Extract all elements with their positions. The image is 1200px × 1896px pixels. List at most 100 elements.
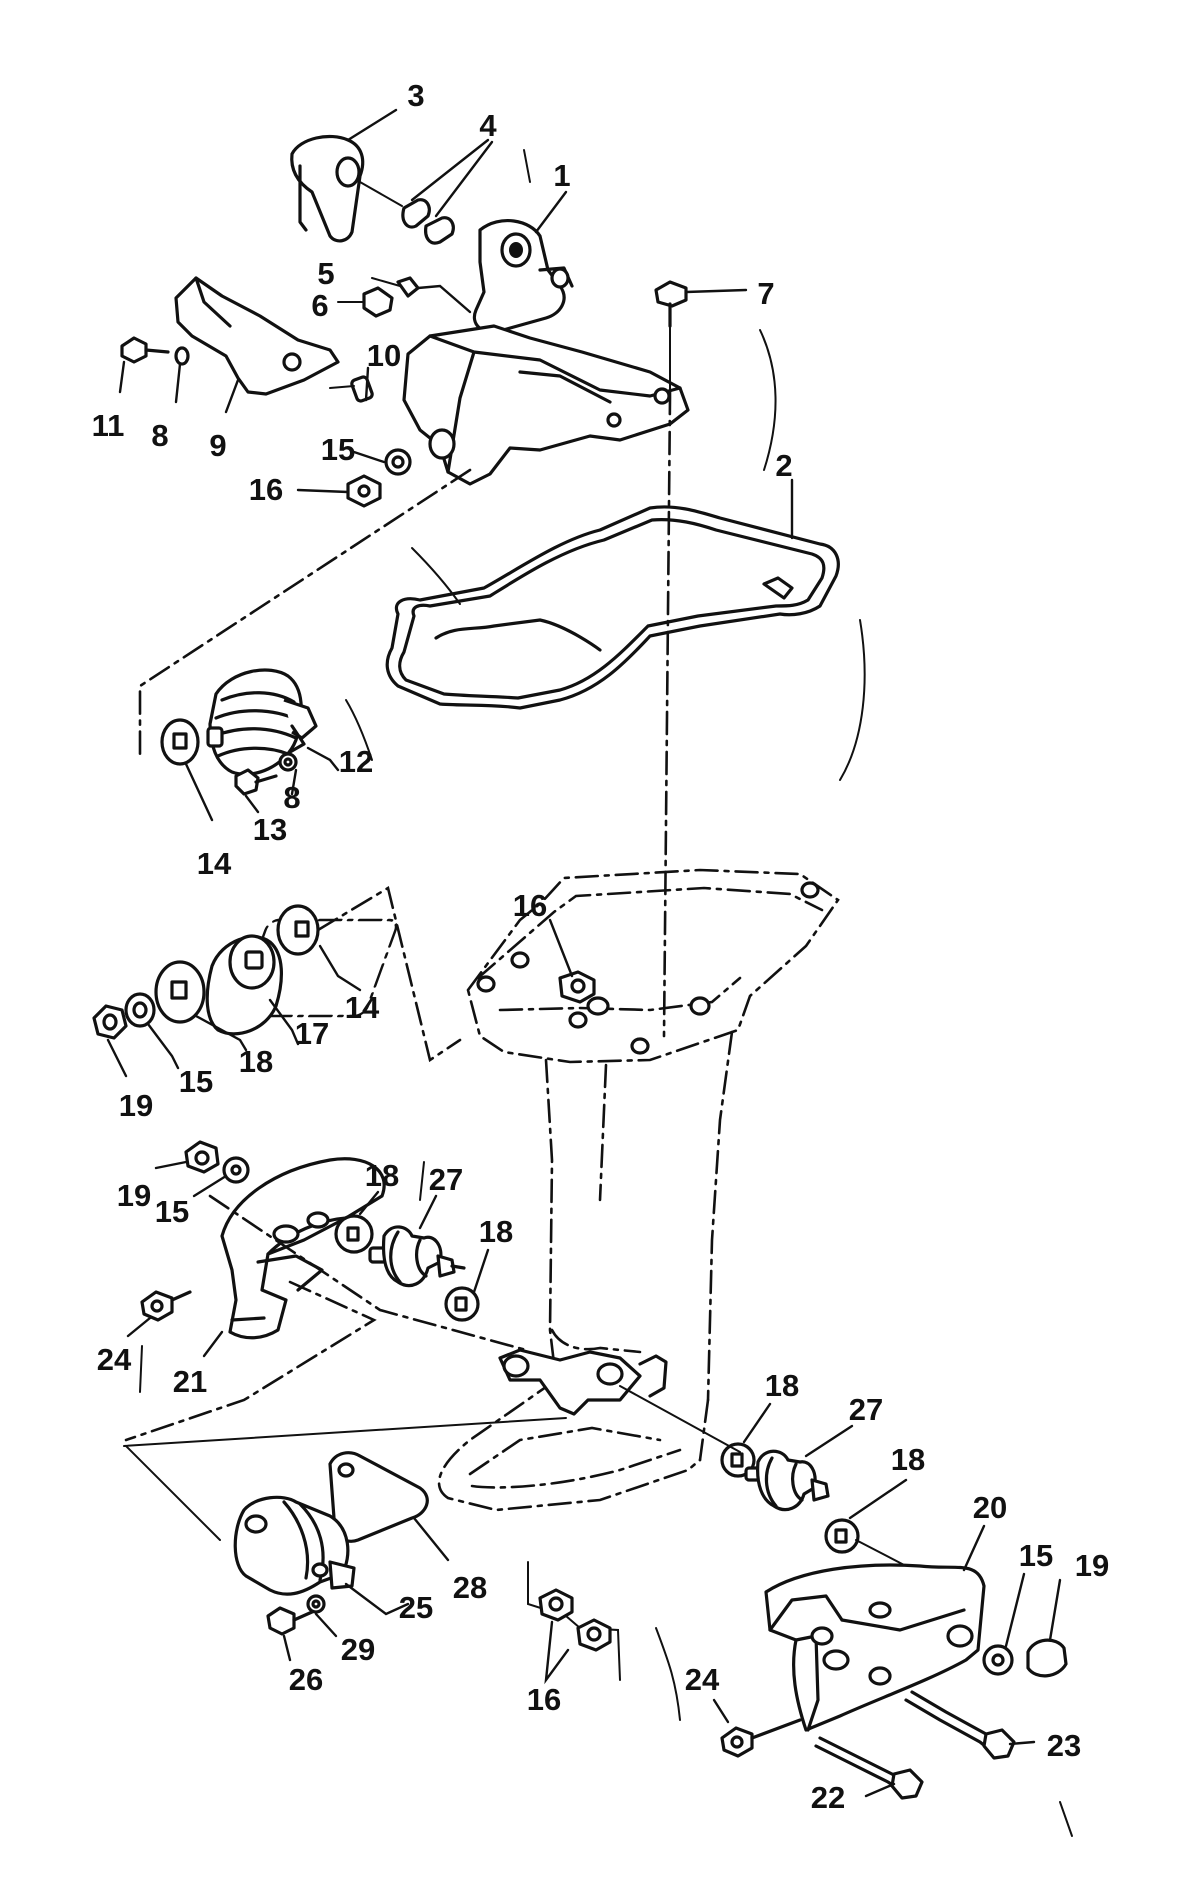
part-19-nut-left xyxy=(184,1140,220,1174)
centerline-right-mount xyxy=(619,1385,741,1453)
lower-yoke xyxy=(498,1348,668,1416)
callout-10: 10 xyxy=(367,338,401,373)
part-16-nut-lower-b xyxy=(576,1618,612,1652)
callout-18c: 18 xyxy=(479,1214,513,1249)
leader-24a xyxy=(126,1316,152,1338)
callout-15d: 15 xyxy=(1019,1538,1053,1573)
leader-15c xyxy=(192,1174,228,1198)
callout-2: 2 xyxy=(775,448,792,483)
centerline-lower-left xyxy=(123,1417,567,1447)
leader-16c xyxy=(544,1620,570,1685)
part-6-nut xyxy=(337,286,394,318)
leader-13 xyxy=(244,794,260,814)
callout-14a: 14 xyxy=(197,846,232,881)
part-27-rubber-mount-a xyxy=(368,1225,466,1288)
part-16-nut-housing xyxy=(548,918,596,1004)
part-11-bolt xyxy=(120,336,170,364)
leader-4b xyxy=(434,140,494,218)
callout-18b: 18 xyxy=(365,1158,399,1193)
callout-18d: 18 xyxy=(765,1368,799,1403)
callout-11: 11 xyxy=(92,408,125,443)
leader-9 xyxy=(224,378,240,414)
leader-15b xyxy=(146,1022,180,1070)
callout-16b: 16 xyxy=(513,888,547,923)
part-18-washer-mid xyxy=(154,960,206,1024)
leader-21 xyxy=(202,1330,224,1358)
leader-1 xyxy=(534,190,568,234)
part-26-bolt xyxy=(266,1606,314,1636)
edge-stroke-bottom-2 xyxy=(655,1627,681,1721)
leader-19c xyxy=(1048,1578,1062,1642)
part-21-clamp xyxy=(220,1157,386,1340)
part-18-washer-c xyxy=(444,1286,480,1322)
part-18-washer-e xyxy=(824,1518,860,1554)
callout-12: 12 xyxy=(339,744,373,779)
part-16-nut-top xyxy=(346,474,382,508)
part-27-rubber-mount-b xyxy=(744,1449,830,1512)
callout-3: 3 xyxy=(407,78,424,113)
leader-17 xyxy=(268,998,300,1046)
centerline-right-mount-2 xyxy=(855,1539,907,1567)
callout-15c: 15 xyxy=(155,1194,189,1229)
part-29-washer xyxy=(306,1594,326,1614)
callout-4: 4 xyxy=(479,108,497,143)
edge-stroke-lower xyxy=(139,1345,143,1393)
leader-14b xyxy=(318,944,362,992)
edge-stroke-bottom xyxy=(1059,1801,1073,1837)
edge-stroke-lower-2 xyxy=(419,1161,425,1201)
callout-7: 7 xyxy=(757,276,774,311)
centerline-lower-nuts xyxy=(527,1561,621,1681)
part-28-plate xyxy=(328,1451,429,1543)
driveshaft-housing xyxy=(235,868,840,1512)
leader-28 xyxy=(412,1516,450,1562)
edge-stroke-top xyxy=(523,149,531,183)
callout-5: 5 xyxy=(317,256,334,291)
part-7-bolt xyxy=(654,280,688,393)
part-13-bolt xyxy=(234,768,278,796)
part-14-washer-upper xyxy=(160,718,200,766)
callout-1: 1 xyxy=(553,158,570,193)
leader-18a xyxy=(194,1014,248,1052)
part-swivel-bracket xyxy=(402,324,690,486)
part-15-washer-right xyxy=(982,1644,1014,1676)
callout-14b: 14 xyxy=(345,990,380,1025)
callout-24a: 24 xyxy=(97,1342,132,1377)
centerline-bolt-7 xyxy=(662,390,672,1038)
edge-stroke-mid xyxy=(345,699,373,761)
leader-26 xyxy=(282,1634,292,1662)
callout-19c: 19 xyxy=(1075,1548,1109,1583)
callout-8b: 8 xyxy=(283,780,300,815)
part-19-nut-mid xyxy=(92,1004,128,1040)
callout-28: 28 xyxy=(453,1570,487,1605)
part-15-washer-mid xyxy=(124,992,156,1028)
leader-12 xyxy=(306,746,340,772)
part-15-washer-left xyxy=(222,1156,250,1184)
callout-22: 22 xyxy=(811,1780,845,1815)
part-5-bolt xyxy=(371,276,472,314)
part-25-rubber-mount xyxy=(233,1495,356,1596)
centerline-left-clamp-2 xyxy=(124,1280,377,1442)
leader-8a xyxy=(174,362,182,404)
callout-15b: 15 xyxy=(179,1064,213,1099)
callout-8a: 8 xyxy=(151,418,168,453)
part-23-bolt xyxy=(904,1690,1016,1760)
part-24-bolt-left xyxy=(140,1290,192,1322)
leader-23 xyxy=(1008,1740,1036,1746)
callout-23: 23 xyxy=(1047,1728,1081,1763)
callout-29: 29 xyxy=(341,1632,375,1667)
callout-18e: 18 xyxy=(891,1442,925,1477)
leader-11 xyxy=(118,360,126,394)
part-19-nut-right xyxy=(1026,1638,1068,1678)
centerline-mid-mount xyxy=(316,885,462,1063)
part-24-bolt-right xyxy=(720,1718,802,1758)
centerline-upper-mount xyxy=(138,468,472,760)
edge-stroke-left xyxy=(411,547,461,605)
callout-15a: 15 xyxy=(321,432,355,467)
part-16-nut-lower-a xyxy=(538,1588,574,1622)
part-20-clamp xyxy=(764,1563,986,1732)
leader-18c xyxy=(472,1248,490,1294)
callout-19b: 19 xyxy=(117,1178,151,1213)
leader-14a xyxy=(184,762,214,822)
leader-15d xyxy=(1004,1572,1026,1648)
part-3-mount-bracket xyxy=(290,134,403,243)
